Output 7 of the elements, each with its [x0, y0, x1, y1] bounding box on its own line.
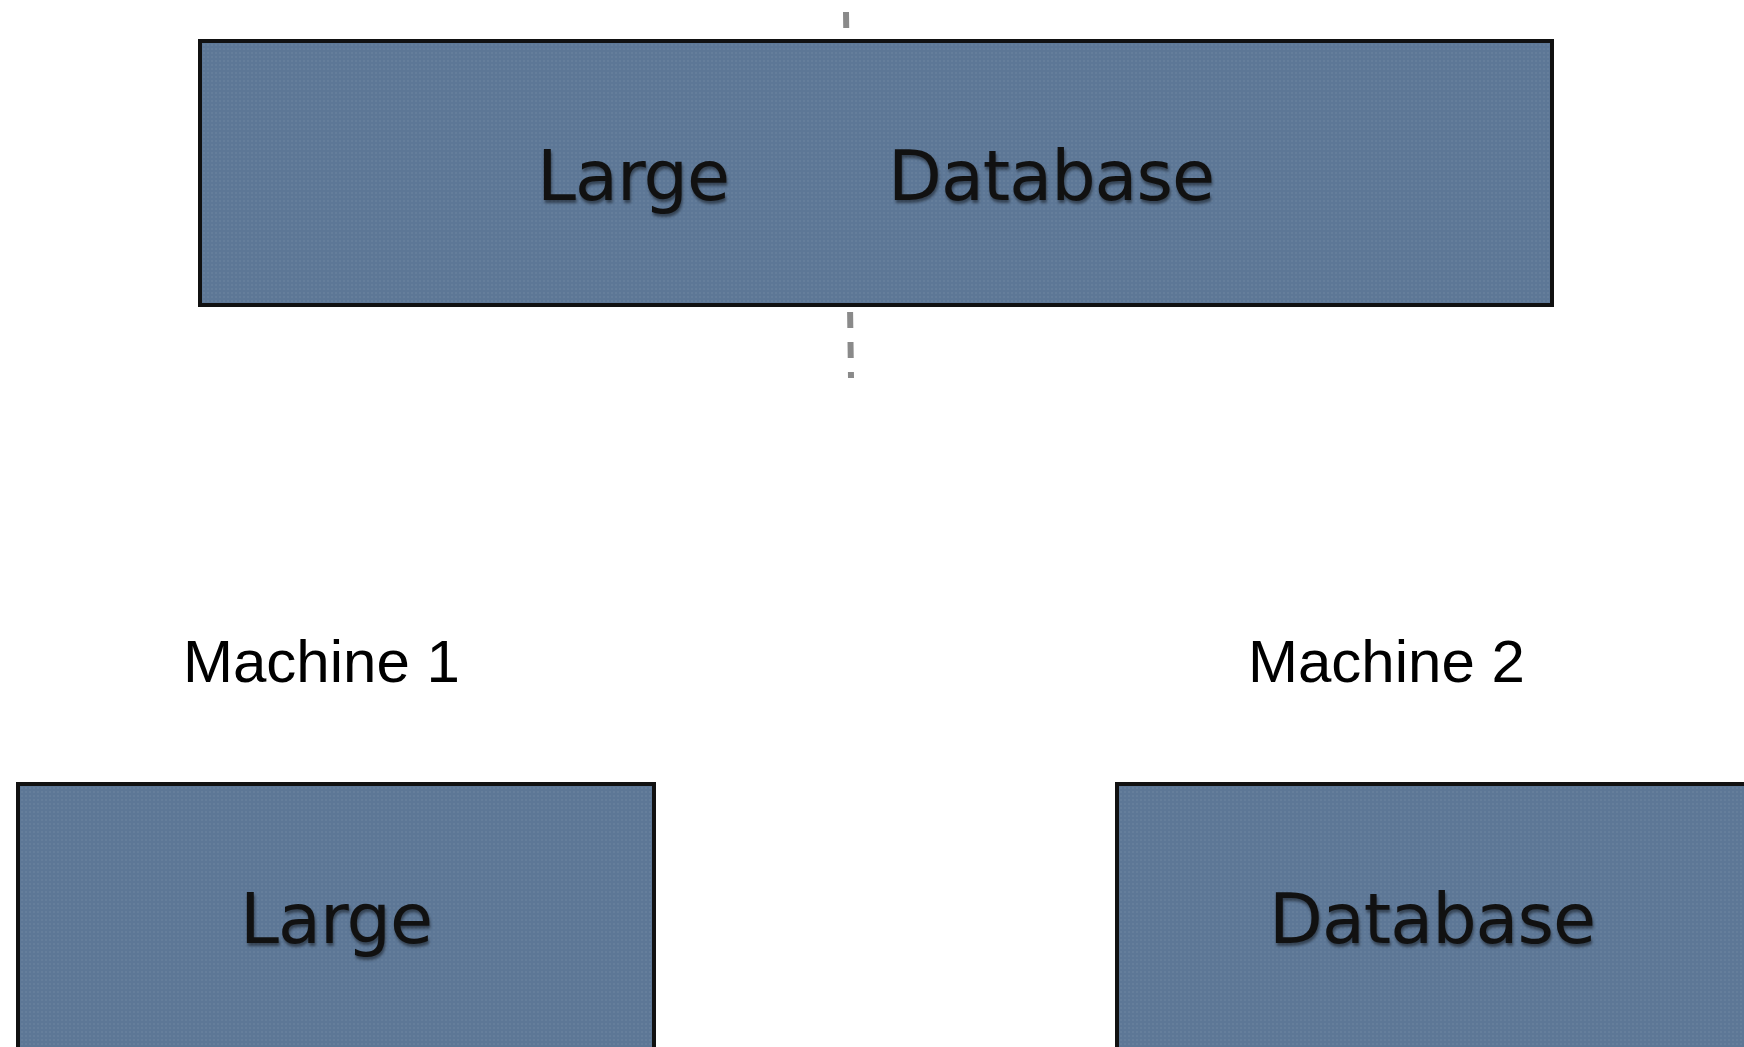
- machine-label: Machine 1: [183, 632, 460, 692]
- database-box: [1115, 782, 1744, 1047]
- box-label: Database: [888, 141, 1214, 211]
- database-box: [198, 39, 1554, 307]
- box-label: Database: [1269, 884, 1595, 954]
- machine-label: Machine 2: [1248, 632, 1525, 692]
- database-box: [16, 782, 656, 1047]
